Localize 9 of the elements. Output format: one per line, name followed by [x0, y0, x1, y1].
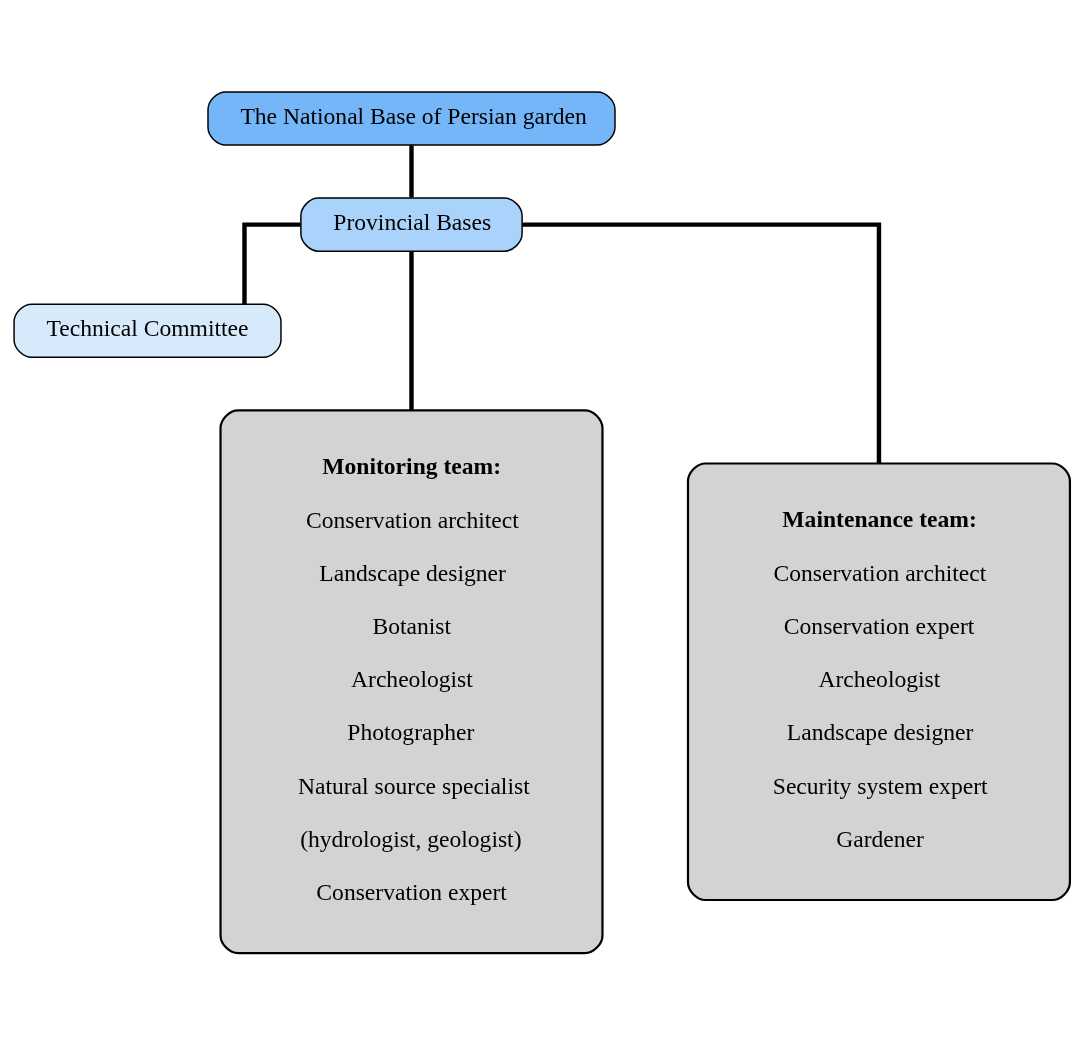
node-box: Monitoring team: Conservation architect Landscape designer Botanist Archeologist Photographer Natural source specialist (hydrologist, geologist) Conservation expert	[219, 409, 604, 955]
node-box: Maintenance team: Conservation architect Conservation expert Archeologist Landscape designer Security system expert Gardener	[686, 462, 1072, 902]
connector	[409, 251, 414, 410]
node-box: The National Base of Persian garden	[207, 91, 616, 146]
connector	[409, 145, 414, 198]
node-box: Provincial Bases	[300, 197, 523, 252]
connector	[242, 222, 301, 304]
node-box: Technical Committee	[13, 303, 282, 359]
connector	[522, 222, 882, 464]
